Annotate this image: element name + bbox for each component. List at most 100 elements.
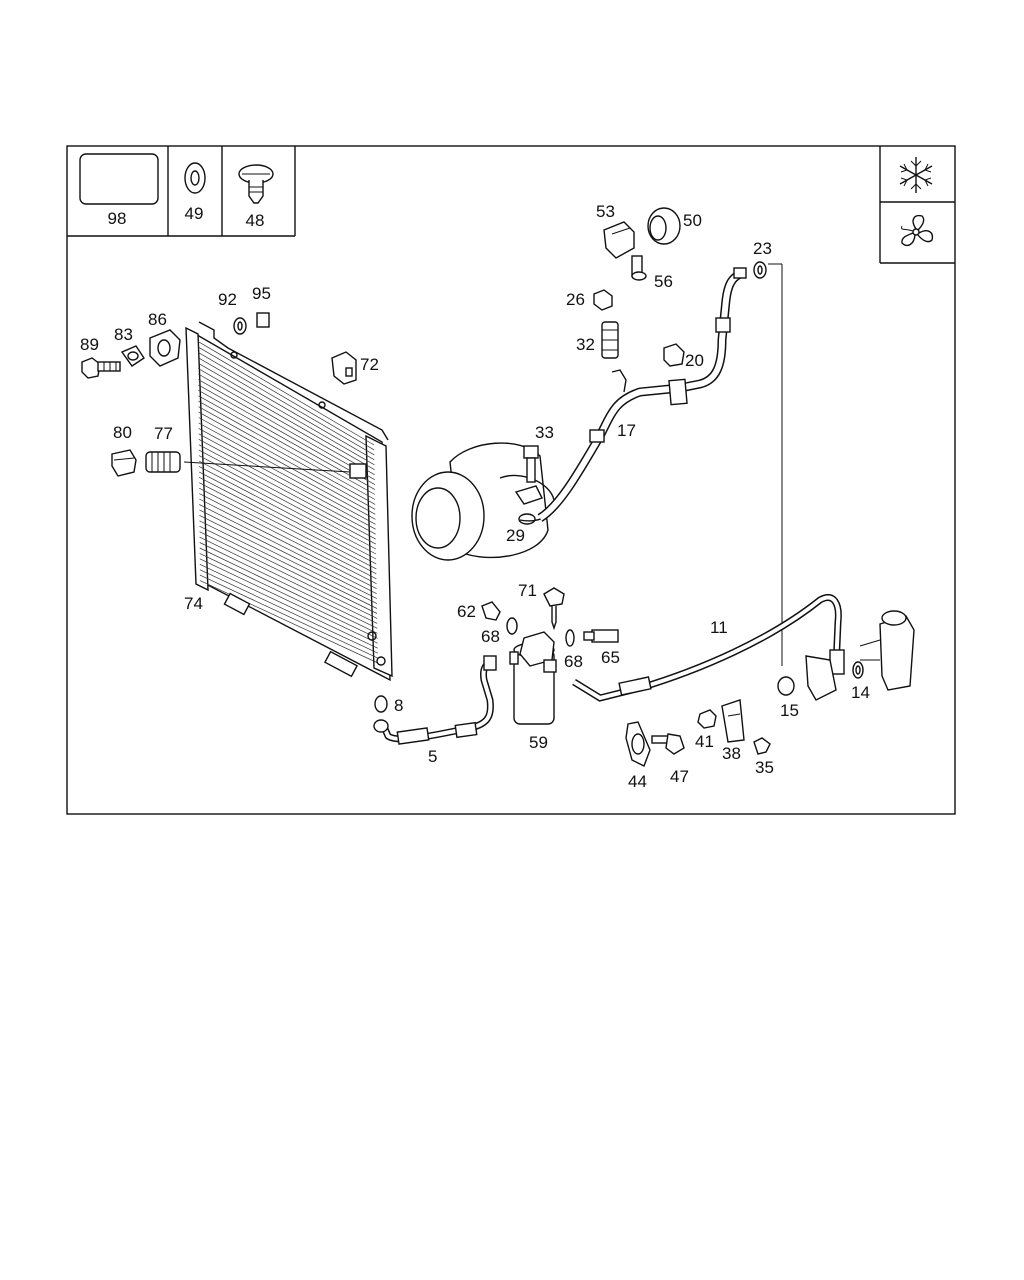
- condenser-fin: [199, 509, 377, 599]
- condenser-fin: [199, 504, 377, 595]
- fitting-8: [374, 695, 388, 713]
- label-44: 44: [628, 772, 647, 791]
- condenser-fin: [199, 563, 378, 649]
- label-98: 98: [108, 209, 127, 228]
- clip-icon: [238, 164, 274, 204]
- cap-20: [663, 343, 685, 367]
- line-11: [572, 594, 845, 702]
- condenser-fin: [198, 476, 377, 570]
- condenser-fin: [197, 341, 375, 446]
- label-68a: 68: [481, 627, 500, 646]
- condenser-fin: [199, 536, 378, 624]
- bracket-38: [721, 699, 745, 743]
- label-71: 71: [518, 581, 537, 600]
- label-11: 11: [710, 618, 728, 637]
- condenser-fin: [198, 373, 375, 476]
- bolt-33: [523, 445, 539, 483]
- label-47: 47: [670, 767, 689, 786]
- label-72: 72: [360, 355, 379, 374]
- part-labels: 89 83 86 92 95 72 80 77 74 53 50 56 26 3…: [80, 202, 870, 791]
- bolt-71: [543, 587, 565, 631]
- fitting-26: [593, 289, 613, 311]
- condenser-fin: [199, 569, 378, 654]
- condenser-fin: [198, 400, 376, 500]
- cap-50: [647, 207, 681, 245]
- label-48: 48: [246, 211, 265, 230]
- condenser-fin: [198, 362, 375, 466]
- label-59: 59: [529, 733, 548, 752]
- condenser: [185, 321, 393, 682]
- mount-86: [149, 329, 181, 367]
- condenser-fin: [198, 428, 376, 525]
- condenser-fin: [199, 574, 378, 659]
- condenser-fin: [198, 460, 377, 555]
- compressor: [411, 442, 555, 561]
- valve-32: [601, 321, 619, 359]
- label-62: 62: [457, 602, 476, 621]
- condenser-fin: [199, 525, 378, 614]
- line-5: [373, 655, 497, 745]
- condenser-fin: [198, 389, 376, 490]
- bracket-15: [777, 655, 837, 701]
- label-32: 32: [576, 335, 595, 354]
- label-29: 29: [506, 526, 525, 545]
- condenser-fin: [199, 558, 378, 644]
- condenser-fin: [198, 449, 376, 545]
- condenser-fin: [199, 487, 377, 580]
- condenser-fin: [198, 444, 376, 540]
- label-35: 35: [755, 758, 774, 777]
- condenser-fin: [198, 357, 375, 461]
- leader-77: [183, 461, 351, 473]
- condenser-fin: [199, 520, 378, 609]
- drier-59: [509, 631, 557, 725]
- label-17: 17: [617, 421, 636, 440]
- condenser-fin: [199, 553, 378, 639]
- label-95: 95: [252, 284, 271, 303]
- label-8: 8: [394, 696, 403, 715]
- condenser-fin: [198, 368, 375, 471]
- label-41: 41: [695, 732, 714, 751]
- condenser-fin: [199, 482, 377, 575]
- valve-56: [631, 255, 647, 281]
- grommet-83: [120, 345, 145, 367]
- snowflake-icon: [899, 157, 933, 193]
- clip-95: [256, 312, 270, 328]
- condenser-fin: [198, 379, 375, 481]
- washer-92: [233, 317, 247, 335]
- condenser-fin: [197, 351, 375, 456]
- valve-77: [145, 451, 181, 473]
- expansion-valve: [859, 610, 915, 691]
- hose-17: [537, 267, 747, 522]
- condenser-fin: [199, 498, 377, 590]
- condenser-fin: [198, 466, 377, 560]
- condenser-fin: [198, 422, 376, 520]
- diagram-frame: [66, 145, 956, 815]
- label-33: 33: [535, 423, 554, 442]
- bracket-72: [331, 351, 357, 385]
- condenser-fin: [197, 346, 375, 451]
- nut-41: [697, 709, 717, 729]
- condenser-fin: [198, 471, 377, 565]
- condenser-fin: [199, 514, 378, 604]
- condenser-fin: [198, 406, 376, 505]
- label-56: 56: [654, 272, 673, 291]
- bolt-89: [81, 357, 121, 379]
- switch-65: [583, 629, 619, 643]
- label-68b: 68: [564, 652, 583, 671]
- washer-23: [753, 261, 767, 279]
- label-20: 20: [685, 351, 704, 370]
- label-50: 50: [683, 211, 702, 230]
- kit-box-icon: [79, 153, 159, 205]
- condenser-fin: [198, 417, 376, 515]
- seal-68b: [565, 629, 575, 647]
- label-74: 74: [184, 594, 203, 613]
- condenser-fin: [199, 542, 378, 629]
- fan-icon: [901, 214, 934, 247]
- label-14: 14: [851, 683, 870, 702]
- washer-14: [852, 661, 864, 679]
- seal-68a: [506, 617, 518, 635]
- bolt-47: [651, 733, 685, 755]
- condenser-fin: [198, 384, 375, 485]
- label-5: 5: [428, 747, 437, 766]
